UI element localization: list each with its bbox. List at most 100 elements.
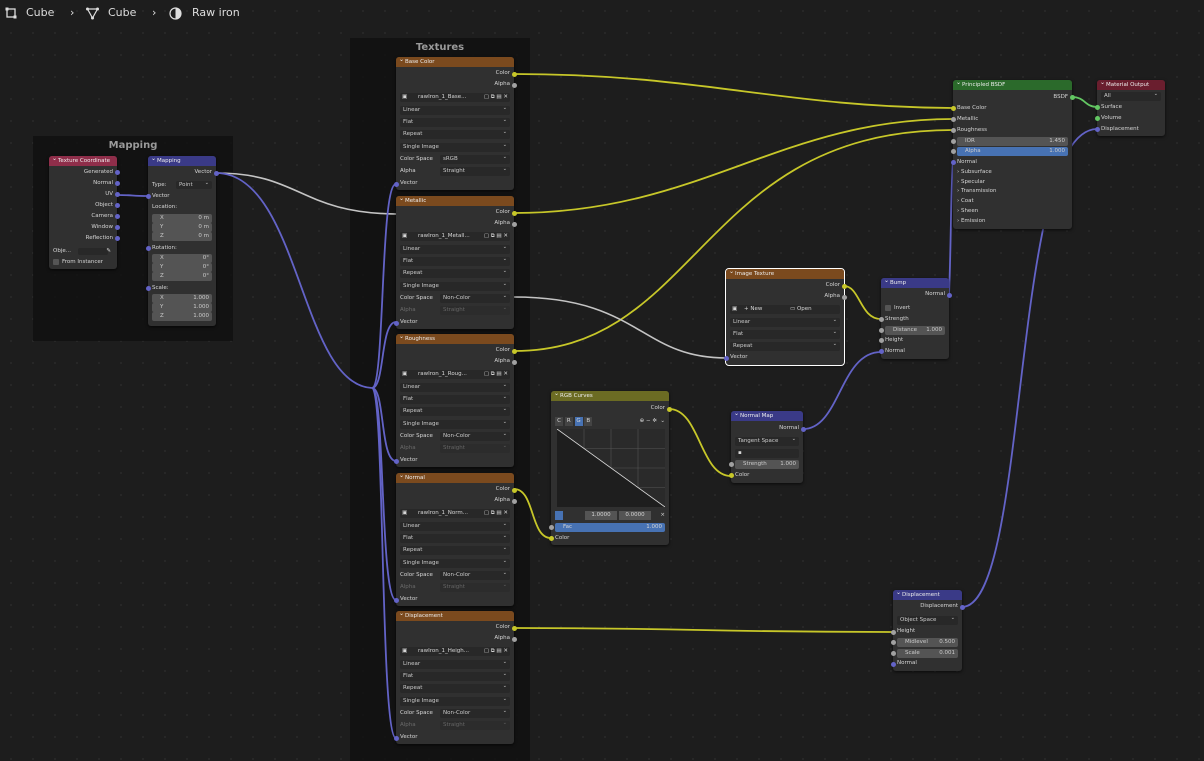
- image-selector[interactable]: ▣ + New ▭ Open: [730, 305, 840, 314]
- new-button[interactable]: + New: [744, 306, 763, 312]
- socket[interactable]: [393, 458, 399, 464]
- image-actions-icon[interactable]: ▢ ⧉ ▤ ✕: [483, 94, 508, 100]
- color-space-dropdown[interactable]: Non-Color: [440, 292, 510, 303]
- principled-bsdf-node[interactable]: Principled BSDF BSDF Base Color Metallic…: [950, 80, 1075, 229]
- image-name[interactable]: rawIron_1_Heigh...: [418, 648, 470, 654]
- displacement-node[interactable]: Displacement Displacement Object Space H…: [890, 590, 965, 671]
- channel-r[interactable]: R: [564, 417, 573, 426]
- socket[interactable]: [878, 316, 884, 322]
- color-space-dropdown[interactable]: sRGB: [440, 153, 510, 164]
- image-name[interactable]: rawIron_1_Base...: [418, 94, 467, 100]
- curve-tools-icon[interactable]: ⊕ − ✲: [639, 418, 657, 424]
- socket[interactable]: [1094, 126, 1100, 132]
- socket[interactable]: [511, 210, 517, 216]
- panel-sheen[interactable]: › Sheen: [957, 208, 979, 214]
- node-header[interactable]: RGB Curves: [551, 391, 669, 401]
- socket[interactable]: [950, 127, 956, 133]
- node-header[interactable]: Normal Map: [731, 411, 803, 421]
- projection-dropdown[interactable]: Flat: [400, 393, 510, 404]
- invert-checkbox[interactable]: Invert: [885, 304, 945, 313]
- interpolation-dropdown[interactable]: Linear: [400, 520, 510, 531]
- socket[interactable]: [114, 213, 120, 219]
- socket[interactable]: [1069, 94, 1075, 100]
- node-header[interactable]: Principled BSDF: [953, 80, 1072, 90]
- socket[interactable]: [890, 661, 896, 667]
- source-dropdown[interactable]: Single Image: [400, 141, 510, 152]
- projection-dropdown[interactable]: Flat: [730, 328, 840, 339]
- socket[interactable]: [511, 487, 517, 493]
- uv-map-field[interactable]: ▪: [735, 449, 799, 458]
- source-dropdown[interactable]: Single Image: [400, 695, 510, 706]
- socket[interactable]: [511, 636, 517, 642]
- extension-dropdown[interactable]: Repeat: [400, 128, 510, 139]
- channel-c[interactable]: C: [555, 417, 563, 426]
- image-actions-icon[interactable]: ▢ ⧉ ▤ ✕: [483, 233, 508, 239]
- bump-node[interactable]: Bump Normal Invert Strength Distance1.00…: [878, 278, 952, 359]
- projection-dropdown[interactable]: Flat: [400, 532, 510, 543]
- node-header[interactable]: Roughness: [396, 334, 514, 344]
- projection-dropdown[interactable]: Flat: [400, 116, 510, 127]
- socket[interactable]: [950, 138, 956, 144]
- interpolation-dropdown[interactable]: Linear: [730, 316, 840, 327]
- node-header[interactable]: Displacement: [396, 611, 514, 621]
- point-y-field[interactable]: 0.0000: [619, 511, 651, 520]
- panel-transmission[interactable]: › Transmission: [957, 188, 997, 194]
- alpha-mode-dropdown[interactable]: Straight: [440, 442, 510, 453]
- socket[interactable]: [145, 193, 151, 199]
- point-x-field[interactable]: 1.0000: [585, 511, 617, 520]
- socket[interactable]: [511, 82, 517, 88]
- interpolation-dropdown[interactable]: Linear: [400, 104, 510, 115]
- socket[interactable]: [145, 285, 151, 291]
- rgb-curves-node[interactable]: RGB Curves Color C R G B ⊕ − ✲ ⌄ 1.0000 …: [548, 391, 672, 545]
- panel-subsurface[interactable]: › Subsurface: [957, 169, 992, 175]
- extension-dropdown[interactable]: Repeat: [400, 682, 510, 693]
- socket[interactable]: [114, 169, 120, 175]
- handle-icon[interactable]: [555, 511, 563, 520]
- socket[interactable]: [511, 221, 517, 227]
- image-actions-icon[interactable]: ▢ ⧉ ▤ ✕: [483, 510, 508, 516]
- image-selector[interactable]: ▣ rawIron_1_Base... ▢ ⧉ ▤ ✕: [400, 93, 510, 102]
- delete-point-icon[interactable]: ×: [660, 512, 665, 518]
- socket[interactable]: [841, 283, 847, 289]
- socket[interactable]: [393, 735, 399, 741]
- extension-dropdown[interactable]: Repeat: [400, 267, 510, 278]
- breadcrumb-object[interactable]: Cube: [26, 6, 55, 19]
- type-dropdown[interactable]: Point: [176, 179, 212, 189]
- socket[interactable]: [114, 191, 120, 197]
- image-selector[interactable]: ▣ rawIron_1_Heigh... ▢ ⧉ ▤ ✕: [400, 647, 510, 656]
- alpha-mode-dropdown[interactable]: Straight: [440, 304, 510, 315]
- node-header[interactable]: Mapping: [148, 156, 216, 166]
- space-dropdown[interactable]: Object Space: [897, 614, 958, 625]
- source-dropdown[interactable]: Single Image: [400, 557, 510, 568]
- image-texture-node-base-color[interactable]: Base Color Color Alpha ▣ rawIron_1_Base.…: [393, 57, 517, 190]
- normal-map-node[interactable]: Normal Map Normal Tangent Space ▪ Streng…: [728, 411, 806, 483]
- chevron-down-icon[interactable]: ⌄: [660, 418, 665, 424]
- color-space-dropdown[interactable]: Non-Color: [440, 430, 510, 441]
- open-button[interactable]: ▭ Open: [790, 306, 812, 312]
- node-header[interactable]: Bump: [881, 278, 949, 288]
- socket[interactable]: [393, 181, 399, 187]
- socket[interactable]: [114, 202, 120, 208]
- material-output-node[interactable]: Material Output All Surface Volume Displ…: [1094, 80, 1165, 136]
- image-actions-icon[interactable]: ▢ ⧉ ▤ ✕: [483, 371, 508, 377]
- projection-dropdown[interactable]: Flat: [400, 670, 510, 681]
- socket[interactable]: [950, 159, 956, 165]
- panel-emission[interactable]: › Emission: [957, 218, 986, 224]
- curve-graph[interactable]: [557, 429, 665, 507]
- extension-dropdown[interactable]: Repeat: [400, 405, 510, 416]
- color-space-dropdown[interactable]: Non-Color: [440, 707, 510, 718]
- image-texture-node-displacement[interactable]: Displacement Color Alpha ▣ rawIron_1_Hei…: [393, 611, 517, 744]
- target-dropdown[interactable]: All: [1101, 90, 1161, 101]
- socket[interactable]: [393, 597, 399, 603]
- socket[interactable]: [393, 320, 399, 326]
- node-header[interactable]: Texture Coordinate: [49, 156, 117, 166]
